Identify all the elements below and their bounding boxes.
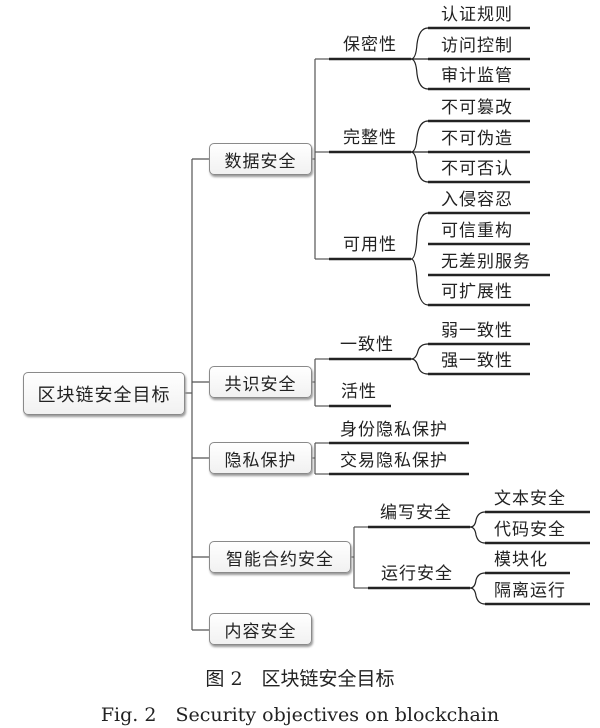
leaf: 强一致性 bbox=[441, 351, 513, 371]
leaf: 文本安全 bbox=[494, 489, 566, 509]
node-consistency: 一致性 bbox=[340, 335, 394, 355]
leaf: 身份隐私保护 bbox=[340, 420, 448, 440]
root-node: 区块链安全目标 bbox=[23, 372, 185, 415]
leaf: 审计监管 bbox=[441, 66, 513, 86]
leaf: 不可篡改 bbox=[441, 98, 513, 118]
caption-english: Fig. 2 Security objectives on blockchain bbox=[100, 704, 500, 726]
leaf: 不可否认 bbox=[441, 159, 513, 179]
node-data-security: 数据安全 bbox=[209, 143, 312, 175]
node-confidentiality: 保密性 bbox=[343, 35, 397, 55]
leaf: 不可伪造 bbox=[441, 129, 513, 149]
node-liveness: 活性 bbox=[341, 382, 377, 402]
leaf: 认证规则 bbox=[441, 5, 513, 25]
node-writing-security: 编写安全 bbox=[380, 503, 452, 523]
node-integrity: 完整性 bbox=[343, 128, 397, 148]
leaf: 无差别服务 bbox=[441, 252, 531, 272]
node-smart-contract-security: 智能合约安全 bbox=[209, 541, 351, 573]
node-running-security: 运行安全 bbox=[381, 564, 453, 584]
leaf: 入侵容忍 bbox=[441, 190, 513, 210]
leaf: 代码安全 bbox=[494, 520, 566, 540]
node-content-security: 内容安全 bbox=[209, 613, 312, 645]
leaf: 模块化 bbox=[494, 550, 548, 570]
node-availability: 可用性 bbox=[343, 235, 397, 255]
node-privacy-protection: 隐私保护 bbox=[209, 442, 312, 474]
leaf: 交易隐私保护 bbox=[340, 451, 448, 471]
leaf: 隔离运行 bbox=[494, 581, 566, 601]
leaf: 可信重构 bbox=[441, 221, 513, 241]
leaf: 访问控制 bbox=[441, 36, 513, 56]
caption-chinese: 图 2 区块链安全目标 bbox=[205, 668, 395, 690]
leaf: 可扩展性 bbox=[441, 282, 513, 302]
leaf: 弱一致性 bbox=[441, 321, 513, 341]
node-consensus-security: 共识安全 bbox=[209, 366, 312, 398]
